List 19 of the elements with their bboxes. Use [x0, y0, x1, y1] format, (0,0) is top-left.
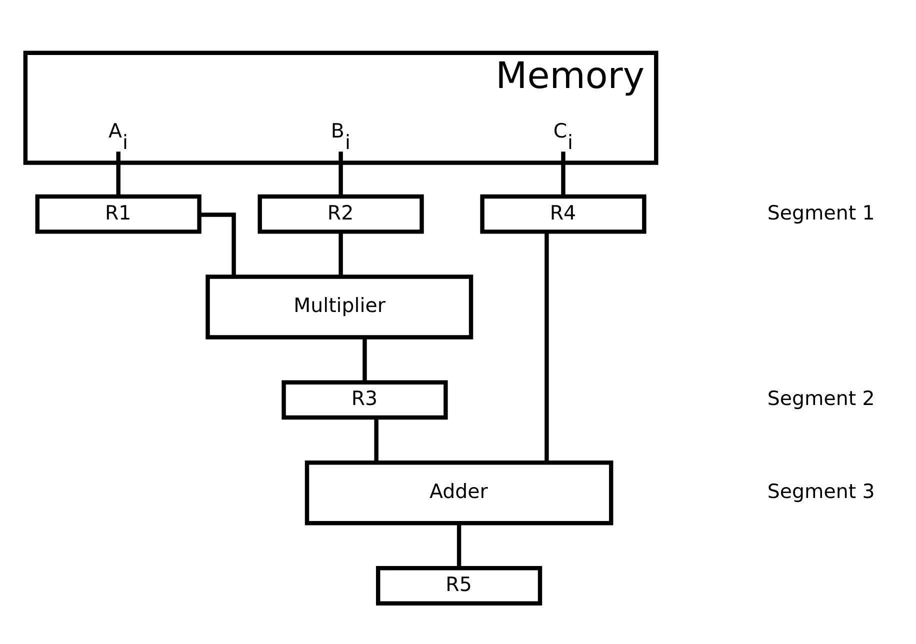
node-box: Multiplier [206, 274, 474, 339]
node-box: R3 [282, 380, 448, 420]
node-box: R4 [480, 194, 646, 234]
connector [362, 336, 367, 382]
label: Segment 2 [767, 386, 875, 410]
connector [338, 232, 343, 276]
connector [561, 151, 566, 196]
label: Segment 1 [767, 200, 875, 224]
node-box: Adder [304, 460, 614, 525]
connector [456, 522, 462, 568]
connector [338, 151, 343, 196]
connector [200, 212, 236, 276]
connector [544, 231, 549, 462]
connector [116, 151, 120, 196]
node-box: R5 [376, 566, 542, 605]
label: Segment 3 [767, 480, 875, 503]
node-box: R1 [35, 194, 202, 234]
node-box: R2 [258, 194, 424, 234]
connector [374, 417, 378, 462]
